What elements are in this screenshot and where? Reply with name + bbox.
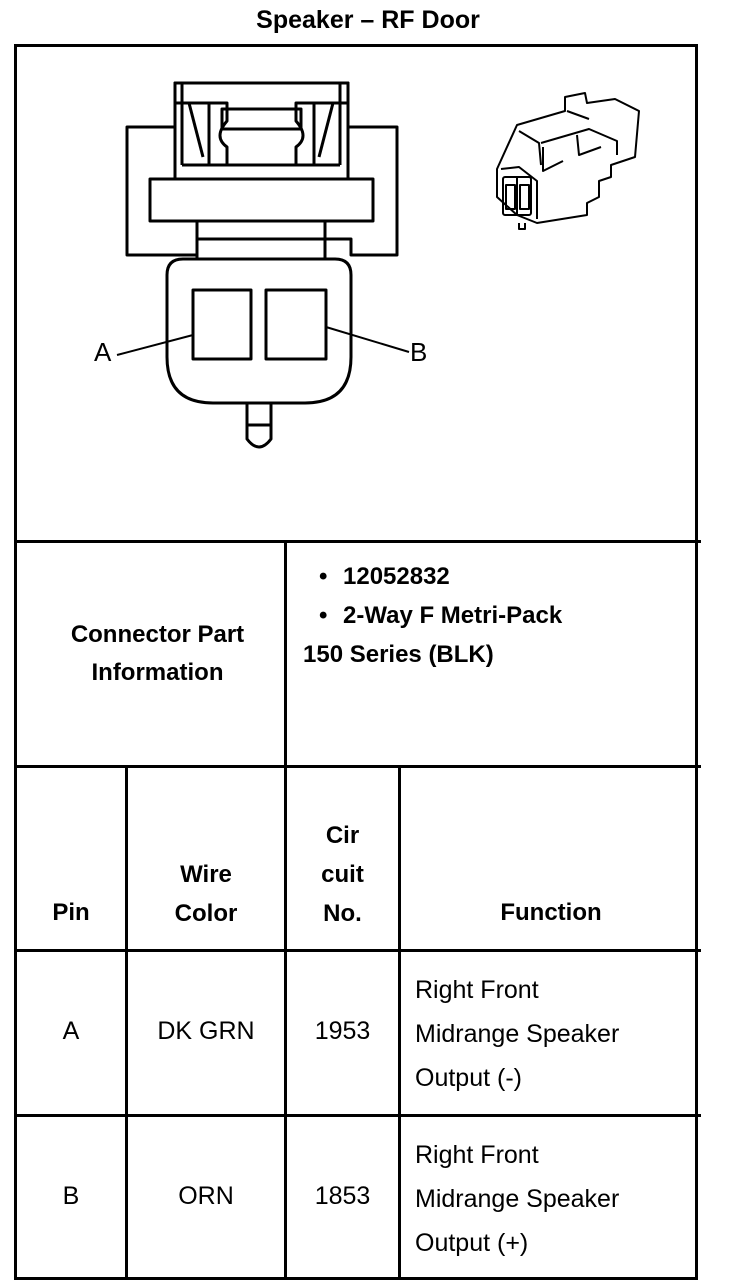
header-wire-color-line: Color <box>174 900 238 927</box>
row-b-function: Right Front Midrange Speaker Output (+) <box>415 1133 619 1265</box>
row-b-circuit: 1853 <box>314 1182 371 1210</box>
page-title: Speaker – RF Door <box>256 6 480 34</box>
header-pin: Pin <box>52 899 90 926</box>
connector-part-info: •12052832 •2-Way F Metri-Pack 150 Series… <box>303 557 562 674</box>
mating-face-shape <box>165 257 353 405</box>
header-wire-color-line: Wire <box>180 861 232 888</box>
row-a-wire-color: DK GRN <box>157 1017 255 1045</box>
header-circuit-line: cuit <box>321 861 364 888</box>
divider-line <box>398 766 401 1279</box>
row-b-wire-color: ORN <box>178 1182 234 1210</box>
header-function: Function <box>500 899 602 926</box>
connector-diagram <box>116 81 640 449</box>
cavity-b <box>264 288 328 361</box>
header-circuit: Cir cuit No. <box>287 816 398 933</box>
diagram-pin-a-label: A <box>94 337 112 367</box>
function-line: Output (-) <box>415 1064 522 1092</box>
header-wire-color: Wire Color <box>128 855 284 933</box>
diagram-pin-b-label: B <box>410 337 428 367</box>
function-line: Midrange Speaker <box>415 1020 620 1048</box>
divider-line <box>17 765 701 768</box>
function-line: Right Front <box>415 976 539 1004</box>
header-circuit-line: No. <box>323 900 362 927</box>
part-series: 150 Series (BLK) <box>303 641 494 668</box>
cavity-a <box>191 288 253 361</box>
part-info-label-line: Information <box>91 658 224 686</box>
part-info-label-line: Connector Part <box>70 620 245 648</box>
function-line: Midrange Speaker <box>415 1185 620 1213</box>
part-number-item: •12052832 <box>319 563 450 590</box>
part-number: 12052832 <box>343 563 450 590</box>
middle-band-shape <box>148 177 375 223</box>
row-a-circuit: 1953 <box>314 1017 371 1045</box>
connector-part-info-label: Connector Part Information <box>31 541 284 766</box>
part-type-item: •2-Way F Metri-Pack <box>319 602 563 629</box>
divider-line <box>17 949 701 952</box>
key-shape <box>245 403 273 449</box>
function-line: Right Front <box>415 1141 539 1169</box>
row-b-pin: B <box>62 1182 80 1210</box>
row-a-function: Right Front Midrange Speaker Output (-) <box>415 968 619 1100</box>
header-circuit-line: Cir <box>325 822 360 849</box>
part-type: 2-Way F Metri-Pack <box>343 602 563 629</box>
connector-iso-view <box>496 92 640 230</box>
divider-line <box>17 1114 701 1117</box>
row-a-pin: A <box>62 1017 80 1045</box>
divider-line <box>125 766 128 1279</box>
divider-line <box>17 540 701 543</box>
function-line: Output (+) <box>415 1229 529 1257</box>
connector-sheet: A B Connector Part Information •12052832… <box>14 44 701 1280</box>
divider-line <box>284 541 287 1279</box>
